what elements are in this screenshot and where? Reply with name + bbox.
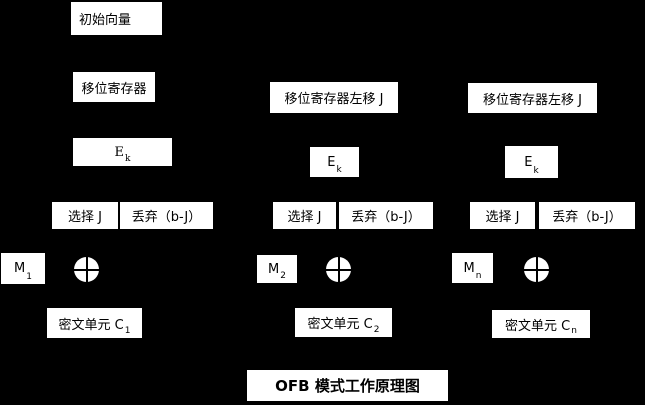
select-j-box-2: 选择 J [273, 202, 336, 229]
xor-icon [524, 257, 549, 282]
ek-subscript: k [336, 165, 342, 175]
m-base: M [463, 260, 475, 276]
xor-icon [74, 257, 99, 282]
m-base: M [14, 261, 26, 276]
diagram-title: OFB 模式工作原理图 [247, 370, 448, 401]
cipher-subscript: 2 [373, 325, 380, 335]
ek-subscript: k [533, 166, 539, 176]
select-j-box-3: 选择 J [470, 202, 535, 229]
m-subscript: 2 [280, 271, 286, 281]
cipher-subscript: 1 [124, 326, 131, 336]
shift-register-box-1: 移位寄存器 [73, 72, 155, 102]
cipher-base: 密文单元 C [505, 318, 571, 334]
shift-register-left-box-3: 移位寄存器左移 J [468, 83, 597, 113]
cipher-base: 密文单元 C [58, 317, 124, 333]
cipher-base: 密文单元 C [307, 317, 373, 332]
initial-vector-box: 初始向量 [71, 2, 162, 35]
select-j-box-1: 选择 J [52, 202, 118, 229]
discard-box-1: 丢弃（b-J） [120, 202, 213, 229]
xor-icon [326, 257, 351, 282]
shift-register-left-box-2: 移位寄存器左移 J [270, 82, 398, 113]
ek-subscript: k [125, 154, 131, 164]
m-subscript: n [475, 271, 482, 281]
cipher-subscript: n [571, 326, 577, 336]
discard-box-2: 丢弃（b-J） [339, 202, 433, 229]
m-subscript: 1 [26, 272, 32, 282]
discard-box-3: 丢弃（b-J） [539, 202, 635, 229]
ek-base: E [114, 144, 125, 160]
ek-base: E [524, 154, 533, 170]
m-base: M [268, 261, 280, 277]
ek-base: E [327, 154, 336, 170]
